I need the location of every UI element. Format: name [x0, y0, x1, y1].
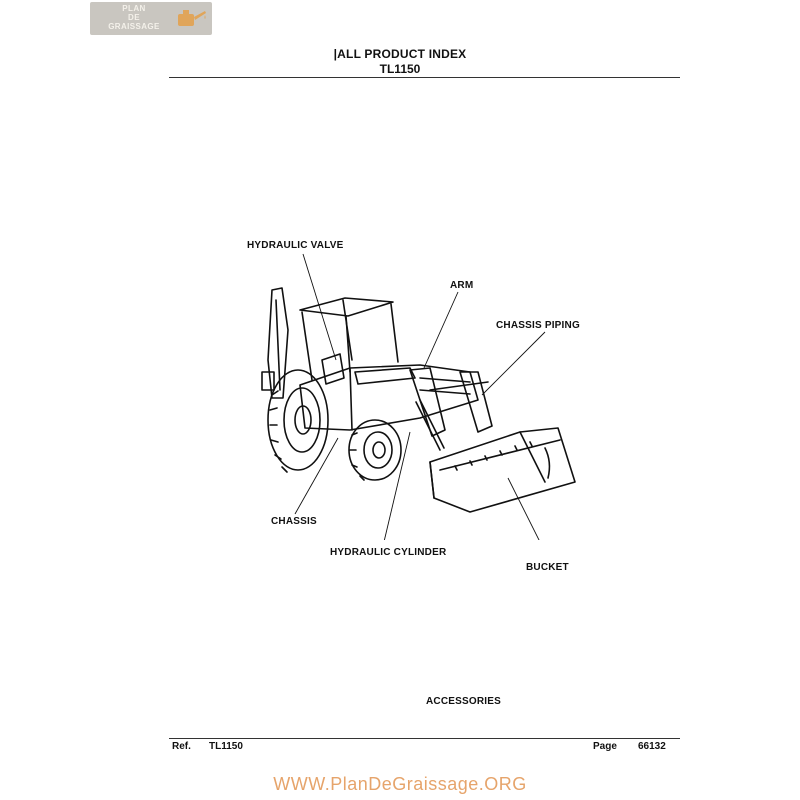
footer-page-number: 66132 [638, 741, 666, 752]
model-title: TL1150 [379, 62, 421, 76]
label-chassis-piping: CHASSIS PIPING [496, 320, 580, 331]
label-arm: ARM [450, 280, 474, 291]
page-title: |ALL PRODUCT INDEX [333, 47, 467, 61]
footer-ref-value: TL1150 [209, 741, 243, 752]
loader-tractor-illustration [261, 253, 576, 540]
label-hydraulic-cylinder: HYDRAULIC CYLINDER [330, 547, 447, 558]
oil-can-icon [178, 10, 206, 26]
label-chassis: CHASSIS [271, 516, 317, 527]
watermark-url: WWW.PlanDeGraissage.ORG [273, 774, 527, 794]
label-bucket: BUCKET [526, 562, 569, 573]
label-hydraulic-valve: HYDRAULIC VALVE [247, 240, 344, 251]
footer-divider [169, 738, 680, 739]
plan-de-graissage-logo: PLAN DE GRAISSAGE [90, 2, 212, 35]
label-accessories: ACCESSORIES [426, 696, 501, 707]
footer-ref-label: Ref. [172, 741, 191, 752]
footer-page-label: Page [593, 741, 617, 752]
header-divider [169, 77, 680, 78]
logo-text: PLAN DE GRAISSAGE [108, 4, 160, 31]
